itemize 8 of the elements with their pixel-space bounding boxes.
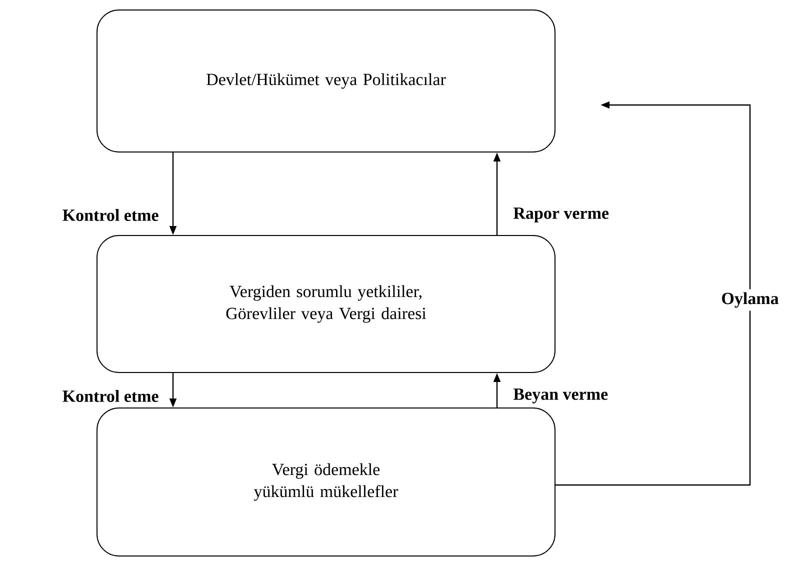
process-box: Devlet/Hükümet veya Politikacılar: [96, 10, 556, 152]
edge-label: Oylama: [718, 289, 782, 311]
process-box: Vergiden sorumlu yetkililer, Görevliler veya Vergi dairesi: [96, 235, 556, 373]
process-box: Vergi ödemekle yükümlü mükellefler: [96, 408, 556, 556]
edge-label: Beyan verme: [510, 386, 612, 406]
edge-label: Kontrol etme: [59, 206, 162, 224]
edge-label: Rapor verme: [510, 204, 612, 226]
edge-label: Kontrol etme: [59, 387, 162, 405]
